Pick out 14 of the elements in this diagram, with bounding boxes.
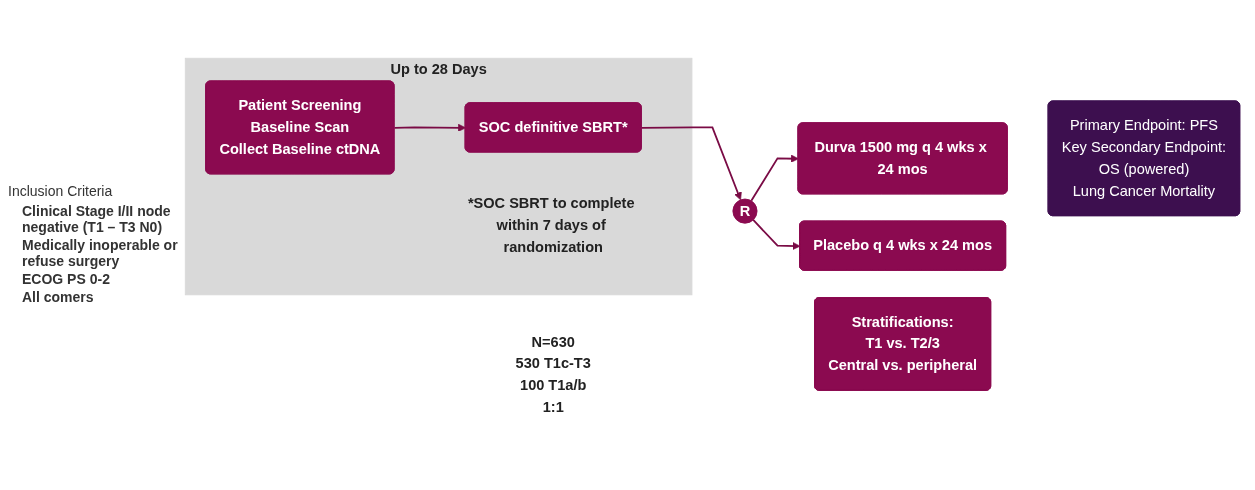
node-label: N=630 — [531, 333, 575, 350]
arrow — [640, 126, 742, 200]
criteria-heading: Inclusion Criteria — [8, 183, 114, 199]
criteria-item: ECOG PS 0-2 — [22, 271, 111, 287]
arrow — [750, 154, 799, 202]
criteria-item: All comers — [22, 289, 95, 305]
node-label: 1:1 — [542, 399, 564, 415]
node-circle: R — [732, 198, 758, 224]
node-label: 100 T1a/b — [520, 377, 587, 393]
criteria-item: Medically inoperable or refuse surgery — [22, 237, 178, 269]
criteria-item: Clinical Stage I/II node negative (T1 – T3 N0) — [22, 203, 172, 235]
arrow — [752, 218, 801, 250]
arrow — [393, 123, 466, 132]
node-label: 530 T1c-T3 — [515, 355, 591, 371]
